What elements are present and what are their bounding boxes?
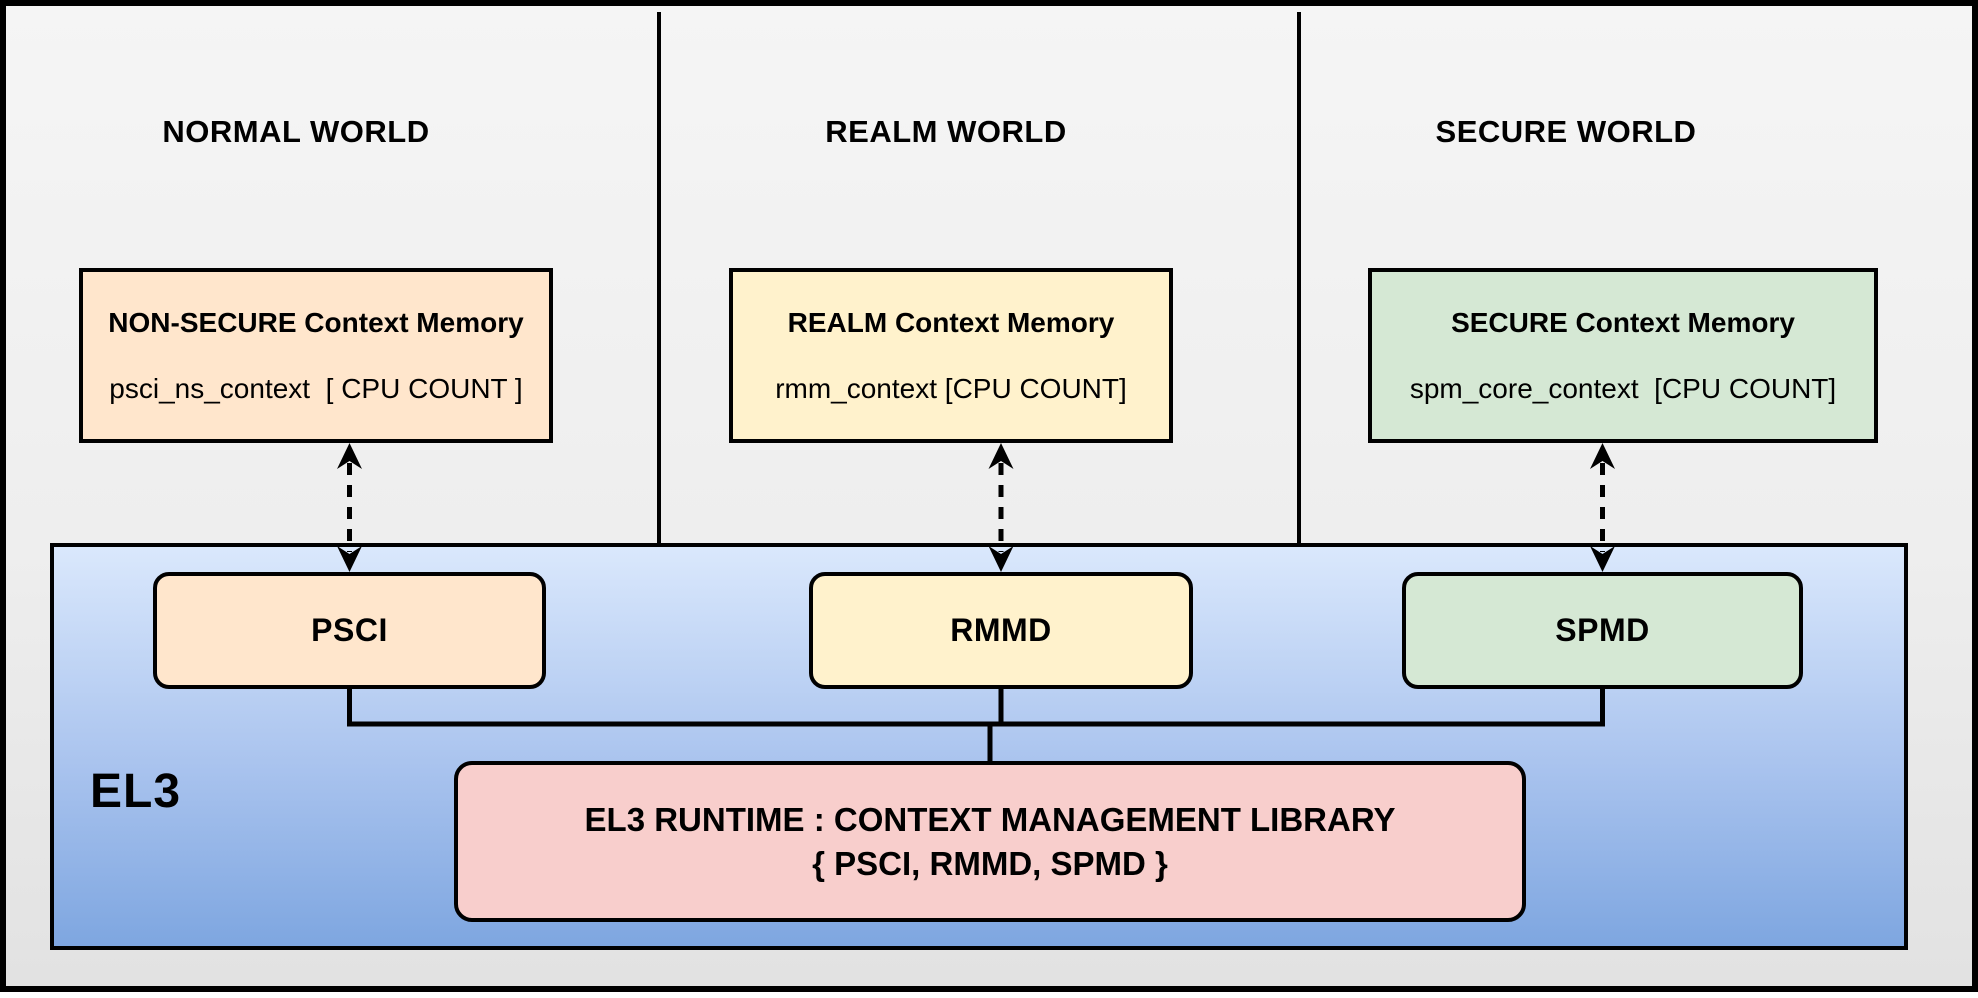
el3-runtime-line2: { PSCI, RMMD, SPMD } — [812, 844, 1168, 882]
el3-runtime-line1: EL3 RUNTIME : CONTEXT MANAGEMENT LIBRARY — [584, 800, 1396, 838]
nonsecure-context-memory-title: NON-SECURE Context Memory — [108, 306, 524, 338]
spmd-module-box: SPMD — [1402, 572, 1803, 689]
secure-context-memory-title: SECURE Context Memory — [1451, 306, 1795, 338]
normal-world-title: NORMAL WORLD — [162, 114, 430, 149]
nonsecure-context-memory-code: psci_ns_context [ CPU COUNT ] — [109, 372, 523, 404]
realm-context-memory-box: REALM Context Memory rmm_context [CPU CO… — [729, 268, 1173, 443]
el3-region-label: EL3 — [90, 765, 182, 818]
world-divider-normal-realm — [657, 12, 661, 543]
psci-module-box: PSCI — [153, 572, 546, 689]
rmmd-module-label: RMMD — [950, 612, 1052, 648]
realm-context-memory-code: rmm_context [CPU COUNT] — [775, 372, 1127, 404]
realm-world-title: REALM WORLD — [825, 114, 1067, 149]
rmmd-module-box: RMMD — [809, 572, 1193, 689]
secure-world-title: SECURE WORLD — [1435, 114, 1697, 149]
secure-context-memory-code: spm_core_context [CPU COUNT] — [1409, 372, 1837, 404]
psci-module-label: PSCI — [311, 612, 388, 648]
realm-context-memory-title: REALM Context Memory — [787, 306, 1115, 338]
secure-context-memory-box: SECURE Context Memory spm_core_context [… — [1368, 268, 1878, 443]
el3-runtime-context-mgmt-box: EL3 RUNTIME : CONTEXT MANAGEMENT LIBRARY… — [454, 761, 1526, 922]
spmd-module-label: SPMD — [1555, 612, 1650, 648]
nonsecure-context-memory-box: NON-SECURE Context Memory psci_ns_contex… — [79, 268, 553, 443]
world-divider-realm-secure — [1297, 12, 1301, 543]
